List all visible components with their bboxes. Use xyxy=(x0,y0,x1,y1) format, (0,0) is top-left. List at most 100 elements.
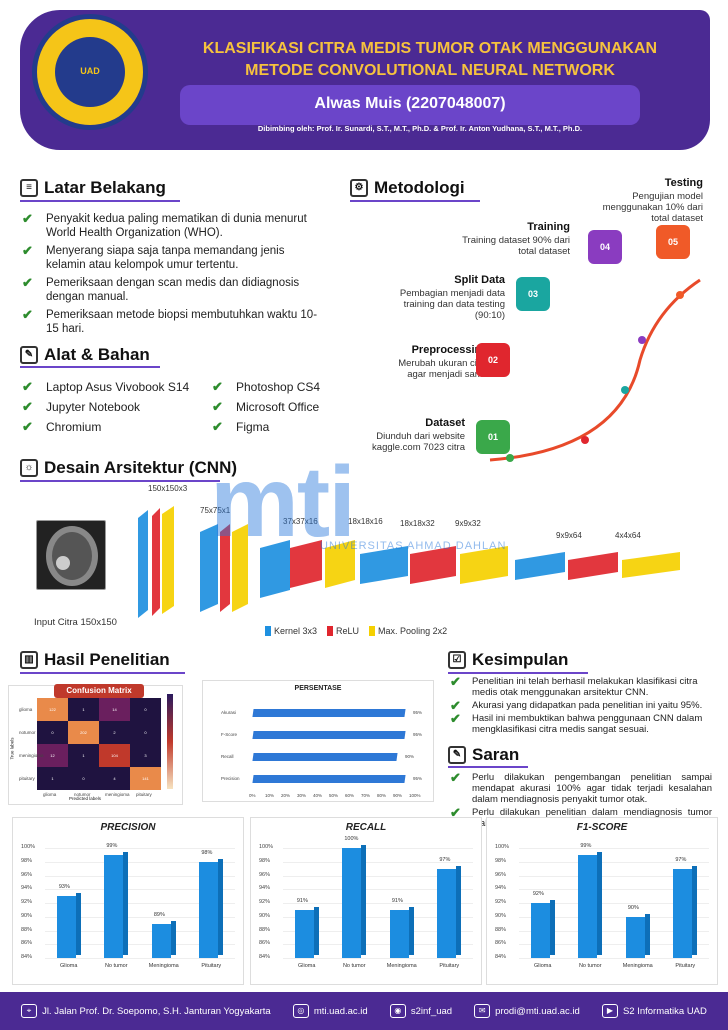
metric-bar xyxy=(151,923,171,958)
category-label: No tumor xyxy=(104,963,128,969)
cm-cell: 104 xyxy=(99,744,130,767)
section-metodologi: ⚙ Metodologi xyxy=(350,178,465,198)
arc-node-2 xyxy=(581,436,589,444)
gridline xyxy=(283,889,473,891)
gridline xyxy=(283,944,473,946)
methodology-arc xyxy=(489,278,701,462)
data-label: 91% xyxy=(296,897,308,904)
check-icon: ✔ xyxy=(212,399,223,414)
persentase-tick: 0% xyxy=(249,793,256,798)
arc-path xyxy=(489,278,701,462)
section-kesimpulan: ☑ Kesimpulan xyxy=(448,650,568,670)
latar-item-text: Menyerang siapa saja tanpa memandang jen… xyxy=(46,245,285,271)
poster-header: UAD KLASIFIKASI CITRA MEDIS TUMOR OTAK M… xyxy=(0,0,728,160)
cm-cell: 3 xyxy=(130,744,161,767)
gridline xyxy=(45,848,235,849)
cm-cell: 0 xyxy=(130,721,161,744)
poster-title: KLASIFIKASI CITRA MEDIS TUMOR OTAK MENGG… xyxy=(160,38,700,82)
metric-bar-side xyxy=(123,851,129,955)
alat-heading: Alat & Bahan xyxy=(44,345,150,364)
latar-item-text: Pemeriksaan metode biopsi membutuhkan wa… xyxy=(46,309,318,335)
persentase-tick: 20% xyxy=(281,793,291,798)
gridline xyxy=(283,903,473,904)
step-desc: Diunduh dari website kaggle.com 7023 cit… xyxy=(372,431,465,453)
data-label: 98% xyxy=(201,849,213,856)
y-tick-label: 84% xyxy=(21,954,33,960)
alat-column-1: ✔Laptop Asus Vivobook S14 ✔ Jupyter Notebo… xyxy=(22,377,189,437)
persentase-value: 95% xyxy=(413,710,423,715)
gridline xyxy=(45,944,235,946)
check-icon: ✔ xyxy=(22,243,33,258)
metric-bar xyxy=(56,896,76,958)
step-badge: 04 xyxy=(588,230,622,264)
divider xyxy=(448,766,528,768)
y-tick-label: 86% xyxy=(259,940,271,947)
title-line-2: METODE CONVOLUTIONAL NEURAL NETWORK xyxy=(245,62,615,79)
address-text: Jl. Jalan Prof. Dr. Soepomo, S.H. Jantur… xyxy=(42,1005,271,1017)
metric-bar xyxy=(578,854,598,958)
arc-node-3 xyxy=(621,386,629,394)
cm-cell: 0 xyxy=(37,721,68,744)
gridline xyxy=(519,903,709,904)
check-icon: ✔ xyxy=(22,419,33,434)
persentase-tick: 40% xyxy=(313,793,323,798)
alat-column-2: ✔Photoshop CS4✔Microsoft Office✔Figma xyxy=(212,377,320,437)
tool-label: Jupyter Notebook xyxy=(46,400,141,414)
footer-email[interactable]: ✉prodi@mti.uad.ac.id xyxy=(474,1004,580,1018)
tool-item: ✔Laptop Asus Vivobook S14 xyxy=(22,377,189,397)
cm-colorbar xyxy=(167,694,173,789)
divider xyxy=(20,480,220,482)
y-tick-label: 90% xyxy=(259,912,271,919)
persentase-tick: 60% xyxy=(345,793,355,798)
legend-label: Kernel 3x3 xyxy=(274,626,318,636)
check-icon: ✔ xyxy=(212,419,223,434)
latar-heading: Latar Belakang xyxy=(44,178,166,197)
persentase-tick: 70% xyxy=(361,793,371,798)
tools-icon: ✎ xyxy=(20,346,38,364)
step-title: Dataset xyxy=(425,417,465,429)
cm-row-label: pituitary xyxy=(19,776,35,781)
legend-swatch xyxy=(265,626,271,636)
y-tick-label: 98% xyxy=(495,857,507,864)
lightbulb-icon: ☼ xyxy=(20,459,38,477)
cm-cell: 2 xyxy=(99,721,130,744)
check-icon: ✔ xyxy=(450,770,461,785)
cnn-heading: Desain Arsitektur (CNN) xyxy=(44,458,238,477)
cnn-layer-block xyxy=(360,546,408,584)
kesimpulan-item-text: Penelitian ini telah berhasil melakukan … xyxy=(472,676,698,698)
gridline xyxy=(519,930,709,932)
watermark-subtitle: UNIVERSITAS AHMAD DAHLAN xyxy=(320,540,507,552)
cnn-layer-block xyxy=(200,524,218,612)
footer-youtube[interactable]: ▶S2 Informatika UAD xyxy=(601,1004,707,1018)
tool-label: Microsoft Office xyxy=(236,400,320,414)
gridline xyxy=(45,930,235,932)
y-tick-label: 96% xyxy=(259,871,271,878)
gridline xyxy=(519,958,709,959)
data-label: 100% xyxy=(344,836,359,842)
y-tick-label: 84% xyxy=(495,954,507,960)
kesimpulan-heading: Kesimpulan xyxy=(472,650,569,669)
check-icon: ✔ xyxy=(450,711,461,726)
metric-bar-side xyxy=(549,900,555,955)
y-tick-label: 92% xyxy=(21,899,33,905)
legend-label: Max. Pooling 2x2 xyxy=(378,626,448,636)
metric-bar xyxy=(437,868,457,958)
gridline xyxy=(45,889,235,891)
footer-website[interactable]: ◎mti.uad.ac.id xyxy=(292,1004,368,1018)
cnn-layer-block xyxy=(162,506,174,614)
check-icon: ✔ xyxy=(212,379,223,394)
cm-cell: 1 xyxy=(37,767,68,790)
kesimpulan-item-text: Hasil ini membuktikan bahwa penggunaan C… xyxy=(472,713,703,735)
chart-title: F1-SCORE xyxy=(576,822,628,833)
gridline xyxy=(519,889,709,891)
gridline xyxy=(283,861,473,863)
step-desc: Pembagian menjadi data training dan data… xyxy=(399,288,505,321)
cm-cell: 0 xyxy=(130,698,161,721)
gridline xyxy=(519,848,709,849)
gridline xyxy=(283,875,473,877)
check-icon: ✔ xyxy=(450,674,461,689)
footer-instagram[interactable]: ◉s2inf_uad xyxy=(389,1004,452,1018)
legend-swatch xyxy=(327,626,334,636)
